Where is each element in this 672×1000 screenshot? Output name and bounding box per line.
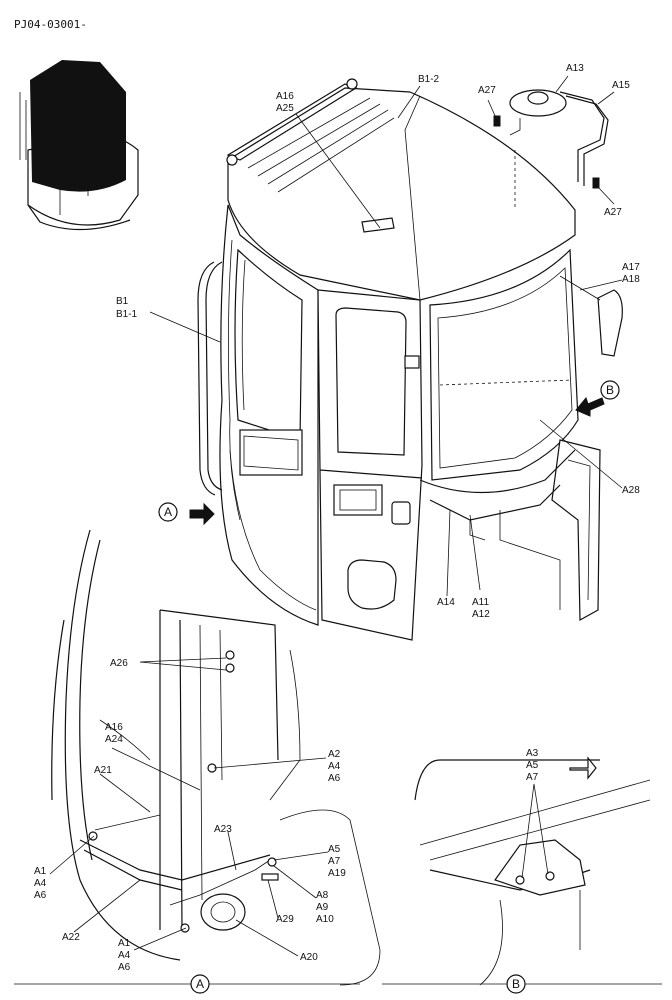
view-caption-a: A (14, 974, 360, 994)
callout-a29: A29 (276, 914, 294, 925)
svg-text:A: A (196, 977, 204, 991)
detail-view-a (51, 529, 381, 986)
callout-a6-upper: A6 (34, 890, 47, 901)
view-caption-b: B (382, 974, 662, 994)
callout-a23: A23 (214, 824, 232, 835)
callout-a6-upper-right: A6 (328, 773, 341, 784)
view-marker-b: B (600, 380, 620, 400)
svg-text:B: B (512, 977, 520, 991)
callout-a1-upper: A1 (34, 866, 47, 877)
callout-a12: A12 (472, 609, 490, 620)
callout-a15: A15 (612, 80, 630, 91)
callout-a16-view-a: A16 (105, 722, 123, 733)
callout-a11: A11 (472, 597, 489, 608)
callout-a9: A9 (316, 902, 329, 913)
callout-a27-right: A27 (604, 207, 622, 218)
callout-a18: A18 (622, 274, 640, 285)
callout-labels: B1-2 A16 A25 A27 A13 A15 A27 A17 A18 B1 … (34, 63, 640, 973)
view-marker-a: A (158, 502, 178, 522)
detail-view-b (414, 756, 651, 986)
callout-a26: A26 (110, 658, 128, 669)
callout-a6-lower: A6 (118, 962, 131, 973)
callout-a17: A17 (622, 262, 640, 273)
callout-a22: A22 (62, 932, 80, 943)
callout-b1-2: B1-2 (418, 74, 440, 85)
callout-a7-view-b: A7 (526, 772, 539, 783)
callout-a14: A14 (437, 597, 455, 608)
callout-a8: A8 (316, 890, 329, 901)
callout-a10: A10 (316, 914, 334, 925)
callout-a27-top: A27 (478, 85, 496, 96)
callout-a28: A28 (622, 485, 640, 496)
cab-main-assembly (197, 78, 623, 641)
callout-a16: A16 (276, 91, 294, 102)
callout-a21: A21 (94, 765, 112, 776)
callout-a13: A13 (566, 63, 584, 74)
drawing-id: PJ04-03001- (14, 18, 87, 31)
callout-a19: A19 (328, 868, 346, 879)
callout-a25: A25 (276, 103, 294, 114)
callout-a5: A5 (328, 844, 341, 855)
callout-a5-view-b: A5 (526, 760, 539, 771)
callout-a4-upper-right: A4 (328, 761, 341, 772)
callout-a2: A2 (328, 749, 341, 760)
callout-a1-lower: A1 (118, 938, 131, 949)
svg-text:B: B (606, 383, 614, 397)
cab-thumbnail (19, 60, 139, 231)
callout-b1-1: B1-1 (116, 309, 138, 320)
callout-a3: A3 (526, 748, 539, 759)
callout-a4-lower: A4 (118, 950, 131, 961)
leader-lines (49, 75, 623, 957)
view-arrows (189, 396, 605, 526)
callout-a24: A24 (105, 734, 123, 745)
callout-a7: A7 (328, 856, 341, 867)
svg-text:A: A (164, 505, 172, 519)
callout-a20: A20 (300, 952, 318, 963)
callout-a4-upper: A4 (34, 878, 47, 889)
callout-b1: B1 (116, 296, 129, 307)
